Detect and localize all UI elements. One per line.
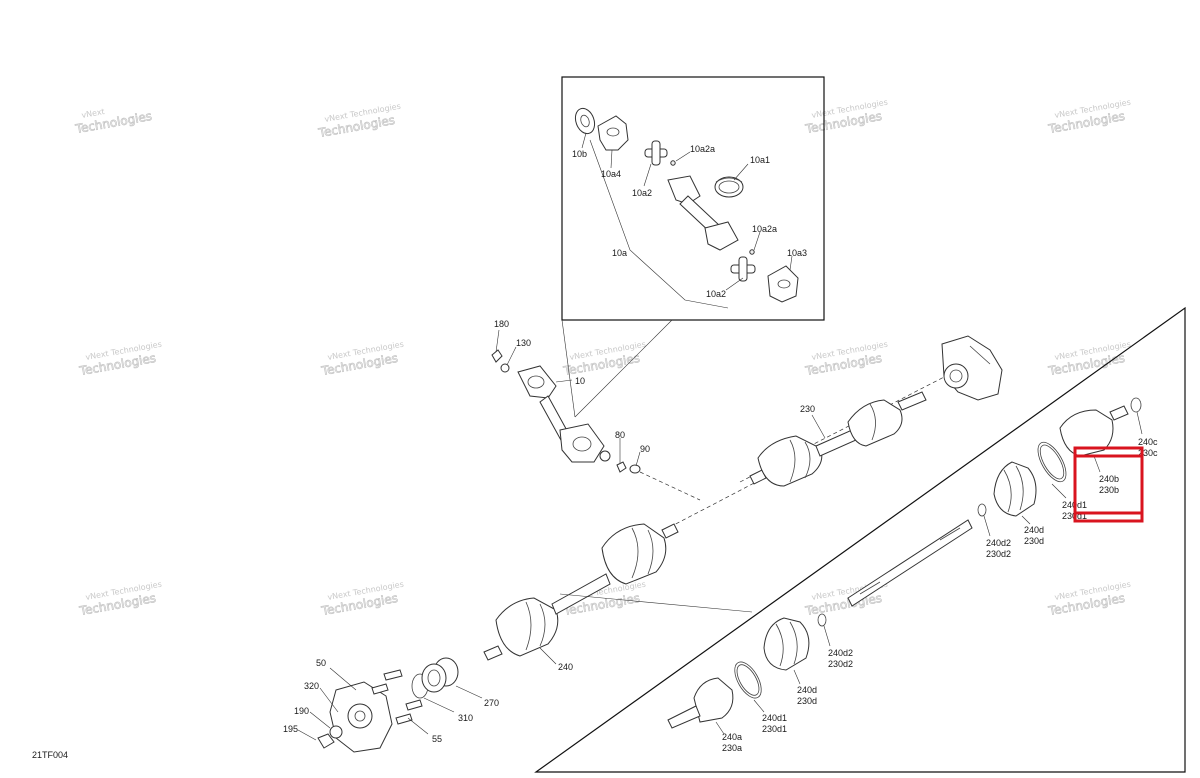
nut-195[interactable]: [317, 733, 335, 749]
assembly-line: [639, 471, 701, 501]
watermark: vNext Technologies Technologies: [1046, 580, 1131, 619]
label-180: 180: [494, 319, 509, 329]
washer-130[interactable]: [500, 363, 510, 373]
label-320: 320: [304, 681, 319, 691]
label-240d-top: 240d: [1024, 525, 1044, 535]
inner-cv-joint-240a[interactable]: [667, 677, 734, 729]
watermark: vNext Technologies Technologies: [561, 340, 646, 379]
clamp-240d2-bottom[interactable]: [817, 613, 827, 627]
slip-yoke-shaft[interactable]: [667, 175, 739, 251]
label-240b: 240b: [1099, 474, 1119, 484]
grease-fitting-10a2a-top[interactable]: [670, 160, 676, 166]
yoke-10a3[interactable]: [767, 265, 799, 303]
washer-90[interactable]: [629, 464, 641, 474]
grease-fitting-10a2a-bottom[interactable]: [749, 249, 755, 255]
label-230d2-top: 230d2: [986, 549, 1011, 559]
label-270: 270: [484, 698, 499, 708]
label-80: 80: [615, 430, 625, 440]
outer-cv-joint-240c[interactable]: [1059, 397, 1142, 457]
label-230c: 230c: [1138, 448, 1158, 458]
clamp-240d1-bottom[interactable]: [729, 658, 766, 703]
nut-180[interactable]: [491, 349, 503, 363]
label-240a: 240a: [722, 732, 742, 742]
label-230d-bottom: 230d: [797, 696, 817, 706]
drawing-code: 21TF004: [32, 750, 68, 760]
label-10a3: 10a3: [787, 248, 807, 258]
watermark: vNext Technologies Technologies: [316, 102, 401, 141]
label-230d2-bottom: 230d2: [828, 659, 853, 669]
inset-connector: [561, 319, 576, 418]
watermark: vNext Technologies Technologies: [1046, 98, 1131, 137]
watermark: vNext Technologies Technologies: [319, 580, 404, 619]
watermark: vNext Technologies Technologies: [803, 340, 888, 379]
watermark: vNext Technologies Technologies: [77, 340, 162, 379]
u-joint-cross-10a2-top[interactable]: [644, 140, 668, 166]
label-240d2-bottom: 240d2: [828, 648, 853, 658]
flange-10b[interactable]: [572, 106, 598, 137]
label-10a2-top: 10a2: [632, 188, 652, 198]
label-10a: 10a: [612, 248, 627, 258]
drive-axle-240[interactable]: [483, 523, 679, 661]
label-90: 90: [640, 444, 650, 454]
svg-text:vNext: vNext: [81, 107, 106, 120]
detail-connector: [559, 593, 753, 613]
label-10a1: 10a1: [750, 155, 770, 165]
boot-10a1[interactable]: [714, 176, 744, 198]
label-230b: 230b: [1099, 485, 1119, 495]
wheel-hub-assembly[interactable]: [317, 681, 393, 753]
label-50: 50: [316, 658, 326, 668]
label-10a4: 10a4: [601, 169, 621, 179]
label-10a2a-bottom: 10a2a: [752, 224, 777, 234]
label-230d1-bottom: 230d1: [762, 724, 787, 734]
yoke-10a4[interactable]: [597, 115, 629, 151]
driveshaft-detail-inset: 10b 10a4 10a2 10a2a 10a1 10a 10a2a 10a3 …: [561, 76, 825, 321]
clamp-240b[interactable]: [1032, 438, 1071, 486]
watermark: vNext Technologies Technologies: [1046, 340, 1131, 379]
hub-bolts-55[interactable]: [371, 669, 423, 725]
label-10: 10: [575, 376, 585, 386]
washer-190[interactable]: [329, 725, 343, 739]
label-10a2a-top: 10a2a: [690, 144, 715, 154]
label-240d1-bottom: 240d1: [762, 713, 787, 723]
drive-axle-230[interactable]: [749, 391, 927, 487]
u-joint-cross-10a2-bottom[interactable]: [730, 256, 756, 282]
boot-240d-top[interactable]: [993, 461, 1037, 517]
watermark: vNext Technologies Technologies: [803, 98, 888, 137]
highlight-box: [1073, 446, 1144, 523]
label-10a2-bottom: 10a2: [706, 289, 726, 299]
label-230a: 230a: [722, 743, 742, 753]
label-240: 240: [558, 662, 573, 672]
label-240c: 240c: [1138, 437, 1158, 447]
axle-shaft-inner[interactable]: [847, 519, 973, 607]
watermark: vNext Technologies Technologies: [77, 580, 162, 619]
label-195: 195: [283, 724, 298, 734]
label-310: 310: [458, 713, 473, 723]
inset-connector: [574, 319, 673, 418]
watermark: vNext Technologies Technologies: [319, 340, 404, 379]
label-230d-top: 230d: [1024, 536, 1044, 546]
clamp-240d2-top[interactable]: [977, 503, 987, 517]
bolt-80[interactable]: [616, 461, 627, 473]
label-240d-bottom: 240d: [797, 685, 817, 695]
triangle-frame: [534, 306, 1186, 773]
assembly-line: [667, 479, 761, 529]
label-240d2-top: 240d2: [986, 538, 1011, 548]
bearing-270[interactable]: [421, 657, 459, 693]
inset-frame: [561, 76, 825, 321]
wheel-hub-knuckle[interactable]: [941, 335, 1003, 401]
label-230: 230: [800, 404, 815, 414]
front-driveshaft-10[interactable]: [491, 349, 641, 474]
label-130: 130: [516, 338, 531, 348]
label-55: 55: [432, 734, 442, 744]
label-10b: 10b: [572, 149, 587, 159]
label-190: 190: [294, 706, 309, 716]
watermark: vNext Technologies: [73, 107, 153, 137]
boot-240d-bottom[interactable]: [763, 617, 810, 671]
